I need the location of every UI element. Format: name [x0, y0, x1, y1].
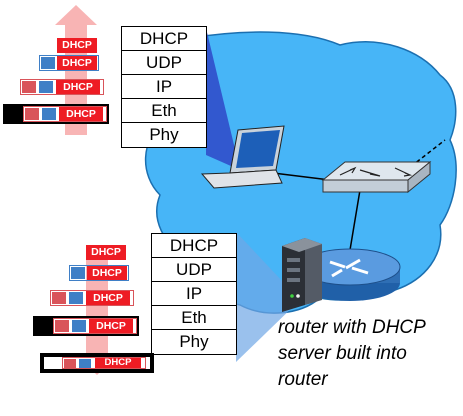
caption-line-3: router — [278, 369, 328, 390]
stack-layer-phy: Phy — [179, 332, 209, 351]
bottom-stack-callout — [236, 232, 300, 362]
stack-layer-ip: IP — [152, 282, 236, 306]
router-caption: router with DHCP server built into route… — [278, 315, 460, 393]
switch-icon — [321, 160, 432, 194]
packet-dhcp-only: DHCP — [57, 38, 97, 53]
packet-label: DHCP — [57, 56, 97, 70]
stack-layer-eth: Eth — [152, 306, 236, 330]
packet-udp: DHCP — [69, 265, 129, 281]
router-icon — [299, 248, 401, 301]
top-protocol-stack: DHCP UDP IP Eth Phy — [121, 26, 207, 148]
packet-udp: DHCP — [39, 55, 99, 71]
stack-layer-udp: UDP — [122, 51, 206, 75]
packet-eth: DHCP — [3, 104, 109, 124]
packet-eth: DHCP — [33, 316, 139, 336]
server-icon — [282, 238, 322, 312]
stack-layer-eth: Eth — [122, 99, 206, 123]
packet-label: DHCP — [86, 291, 130, 305]
caption-line-1: router with DHCP — [278, 317, 426, 338]
stack-layer-phy: Phy — [149, 125, 179, 144]
packet-ip: DHCP — [20, 79, 104, 95]
top-stack-callout — [206, 28, 240, 170]
packet-label: DHCP — [87, 266, 127, 280]
packet-label: DHCP — [59, 107, 103, 121]
packet-label: DHCP — [56, 80, 100, 94]
packet-label: DHCP — [89, 319, 133, 333]
stack-layer-dhcp: DHCP — [152, 234, 236, 258]
switch-router-link — [349, 189, 361, 251]
caption-line-2: server built into — [278, 343, 407, 364]
stack-layer-udp: UDP — [152, 258, 236, 282]
packet-label: DHCP — [95, 358, 141, 368]
stack-layer-ip: IP — [122, 75, 206, 99]
laptop-icon — [200, 125, 285, 189]
packet-dhcp-only: DHCP — [86, 245, 126, 260]
packet-phy: DHCP — [40, 353, 154, 373]
packet-ip: DHCP — [50, 290, 134, 306]
bottom-protocol-stack: DHCP UDP IP Eth Phy — [151, 233, 237, 355]
stack-layer-dhcp: DHCP — [122, 27, 206, 51]
